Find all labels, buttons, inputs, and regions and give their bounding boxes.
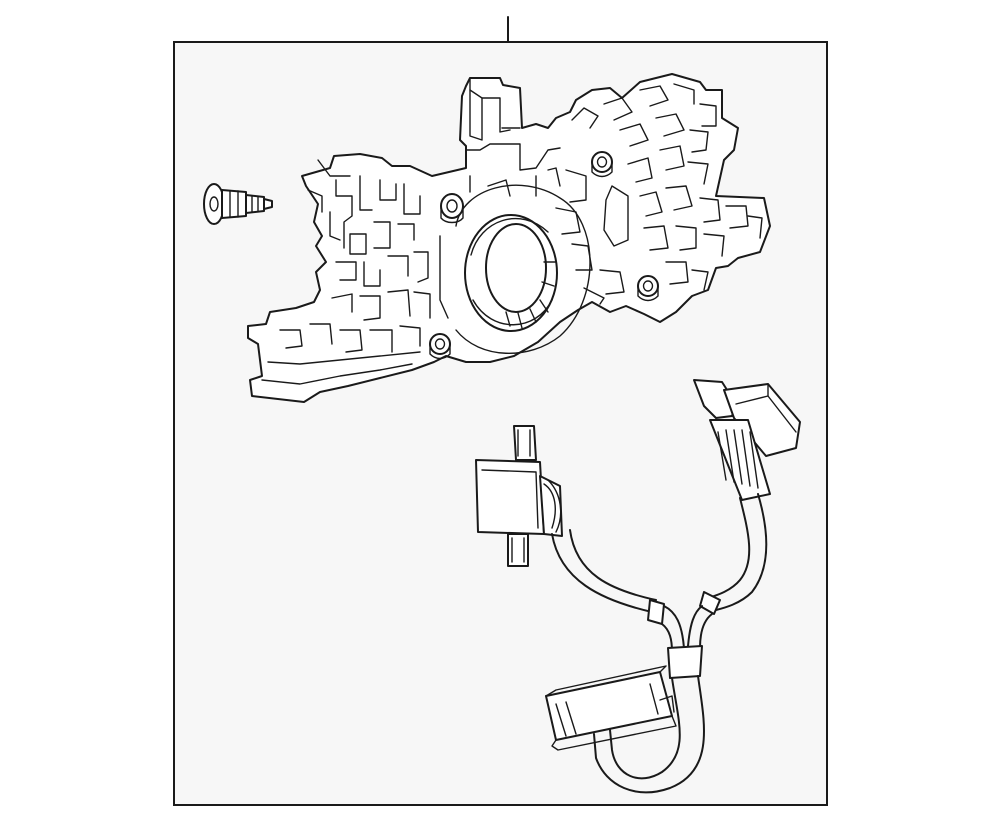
connector-left (475, 425, 563, 567)
mount-boss-right (637, 275, 659, 302)
connector-bottom (545, 665, 677, 751)
mount-boss-top-right (591, 151, 613, 178)
screw-tip (263, 198, 273, 210)
mount-boss-top-left (440, 193, 464, 224)
housing-right-ribs (439, 83, 763, 319)
screw-socket (209, 196, 219, 212)
column-opening-inner (485, 223, 547, 313)
switch-housing[interactable] (247, 73, 771, 403)
connector-upper-right (693, 379, 801, 501)
wire-bundle-left (551, 533, 653, 613)
side-slot (603, 185, 629, 247)
bundle-sleeve (667, 645, 703, 679)
screw-thread (245, 194, 265, 214)
screw[interactable] (203, 183, 273, 225)
wire-harness[interactable] (475, 379, 801, 794)
mount-boss-bottom-left (429, 333, 451, 360)
housing-left-ribs (261, 159, 431, 385)
screw-shank (221, 189, 247, 219)
wire-bundle-right (707, 497, 751, 599)
wire-split-left (663, 605, 685, 649)
wire-bundle-bottom (609, 677, 681, 780)
